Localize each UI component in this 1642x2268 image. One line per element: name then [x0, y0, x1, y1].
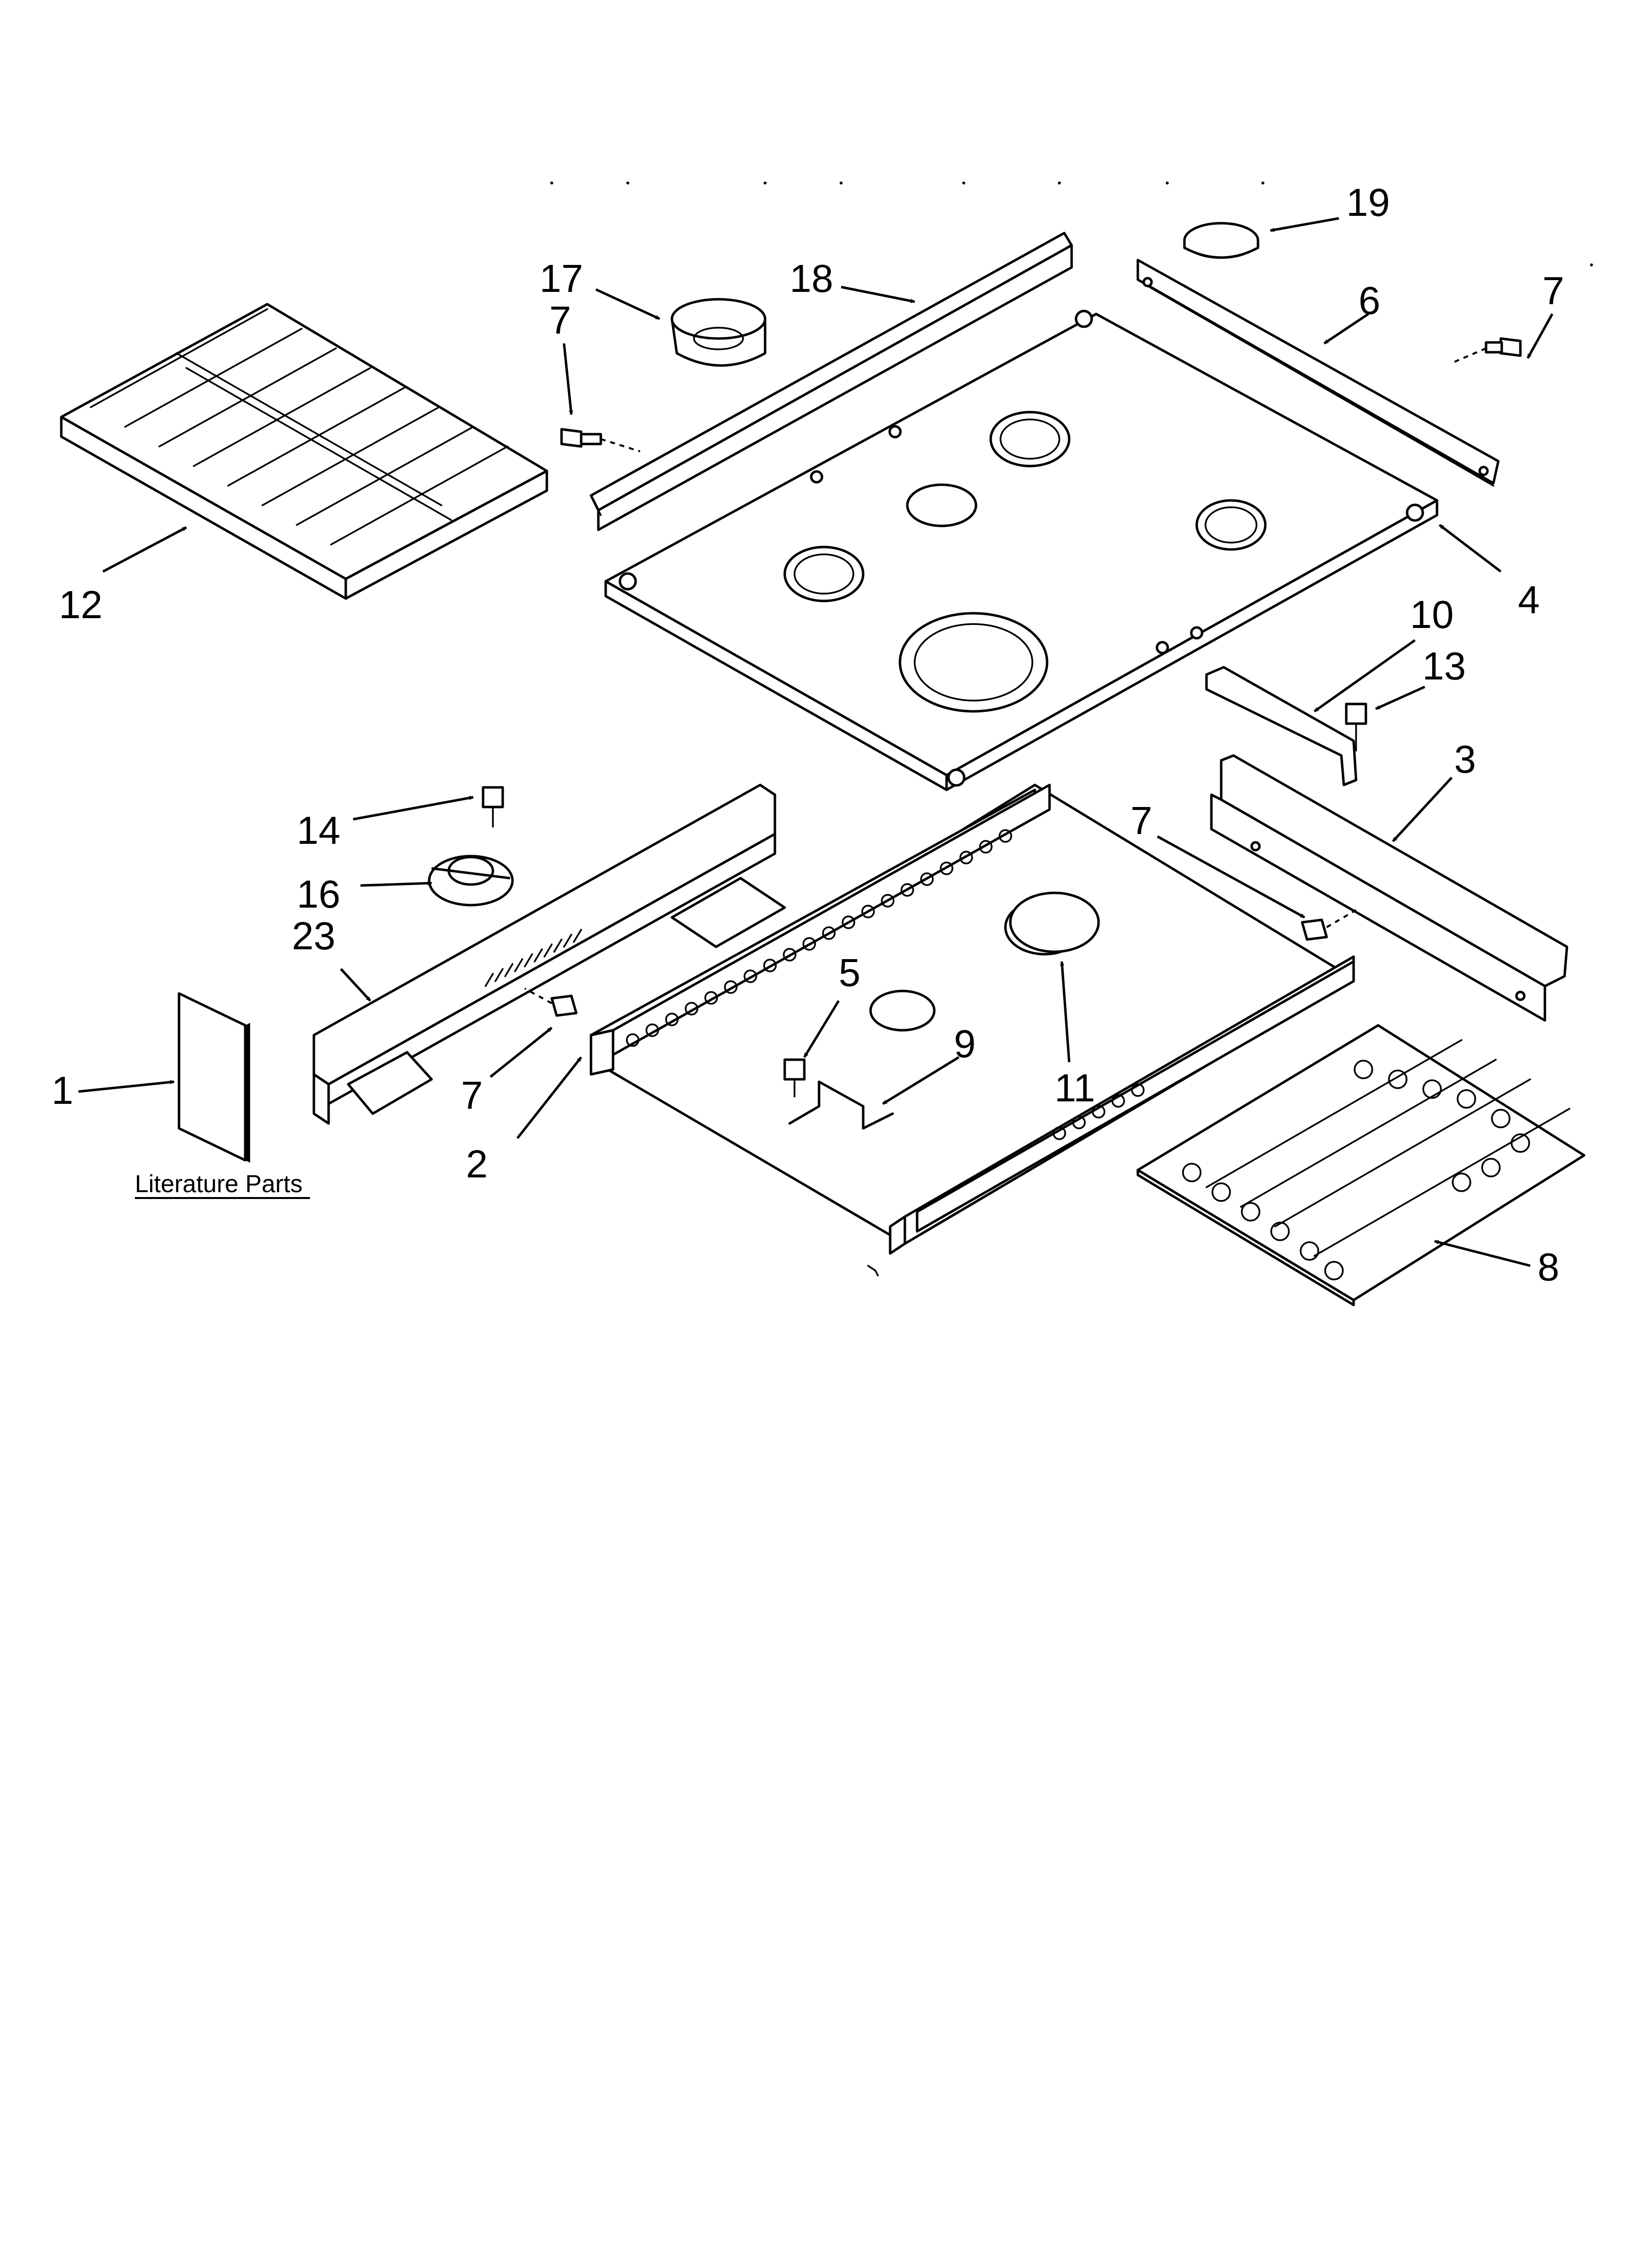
callout-6: 6: [1359, 279, 1381, 322]
callout-17: 17: [539, 257, 583, 300]
literature-label: Literature Parts: [135, 1170, 303, 1198]
callout-7-top-left: 7: [549, 298, 571, 342]
bracket-part-10: [1205, 666, 1358, 786]
callout-7-mid-left: 7: [461, 1073, 483, 1117]
screw-part-7-mid-left: [524, 988, 578, 1017]
callout-9: 9: [954, 1022, 976, 1066]
burner-cap-part-17: [670, 298, 767, 367]
screw-part-5: [783, 1058, 806, 1097]
callouts: 12 17 7 18 19 6 7 4 10 13 3 7 14 16 23 1…: [51, 181, 1565, 1289]
callout-16: 16: [297, 872, 340, 916]
burner-box-part-2: [590, 783, 1355, 1277]
callout-10: 10: [1410, 593, 1454, 636]
literature-caption: Literature Parts: [135, 1170, 310, 1199]
leader-lines: [78, 217, 1554, 1267]
callout-1: 1: [51, 1069, 74, 1112]
burner-base-part-11: [1009, 891, 1100, 953]
callout-8: 8: [1538, 1245, 1560, 1289]
callout-7-top-right: 7: [1542, 269, 1565, 313]
callout-13: 13: [1422, 644, 1466, 688]
bracket-part-9: [788, 1080, 894, 1130]
screw-part-7-mid-right: [1301, 909, 1357, 941]
callout-5: 5: [839, 951, 861, 994]
switch-part-16: [428, 855, 514, 907]
callout-12: 12: [59, 583, 103, 626]
callout-11: 11: [1054, 1066, 1095, 1110]
callout-3: 3: [1454, 737, 1476, 781]
literature-part-1: [178, 992, 250, 1163]
screw-part-13: [1345, 703, 1367, 752]
screw-part-7-top-right: [1451, 337, 1522, 364]
callout-2: 2: [466, 1142, 488, 1186]
callout-19: 19: [1346, 181, 1390, 224]
manifold-panel-part-23: [312, 783, 786, 1125]
reference-dots: [550, 182, 1593, 266]
callout-23: 23: [292, 914, 335, 958]
round-cap-part-19: [1183, 222, 1259, 259]
bottom-tray-part-8: [1136, 1024, 1586, 1306]
screw-part-7-top-left: [560, 428, 641, 452]
screw-part-14: [482, 786, 504, 828]
callout-14: 14: [297, 808, 340, 852]
grate-part-12: [60, 303, 548, 600]
cooktop-part-4: [604, 310, 1438, 791]
side-channel-part-3: [1210, 754, 1568, 1022]
rear-trim-part-18: [590, 232, 1073, 531]
callout-7-mid-right: 7: [1130, 799, 1153, 842]
angle-strip-part-6: [1136, 259, 1500, 487]
callout-4: 4: [1518, 578, 1540, 622]
callout-18: 18: [790, 257, 833, 300]
